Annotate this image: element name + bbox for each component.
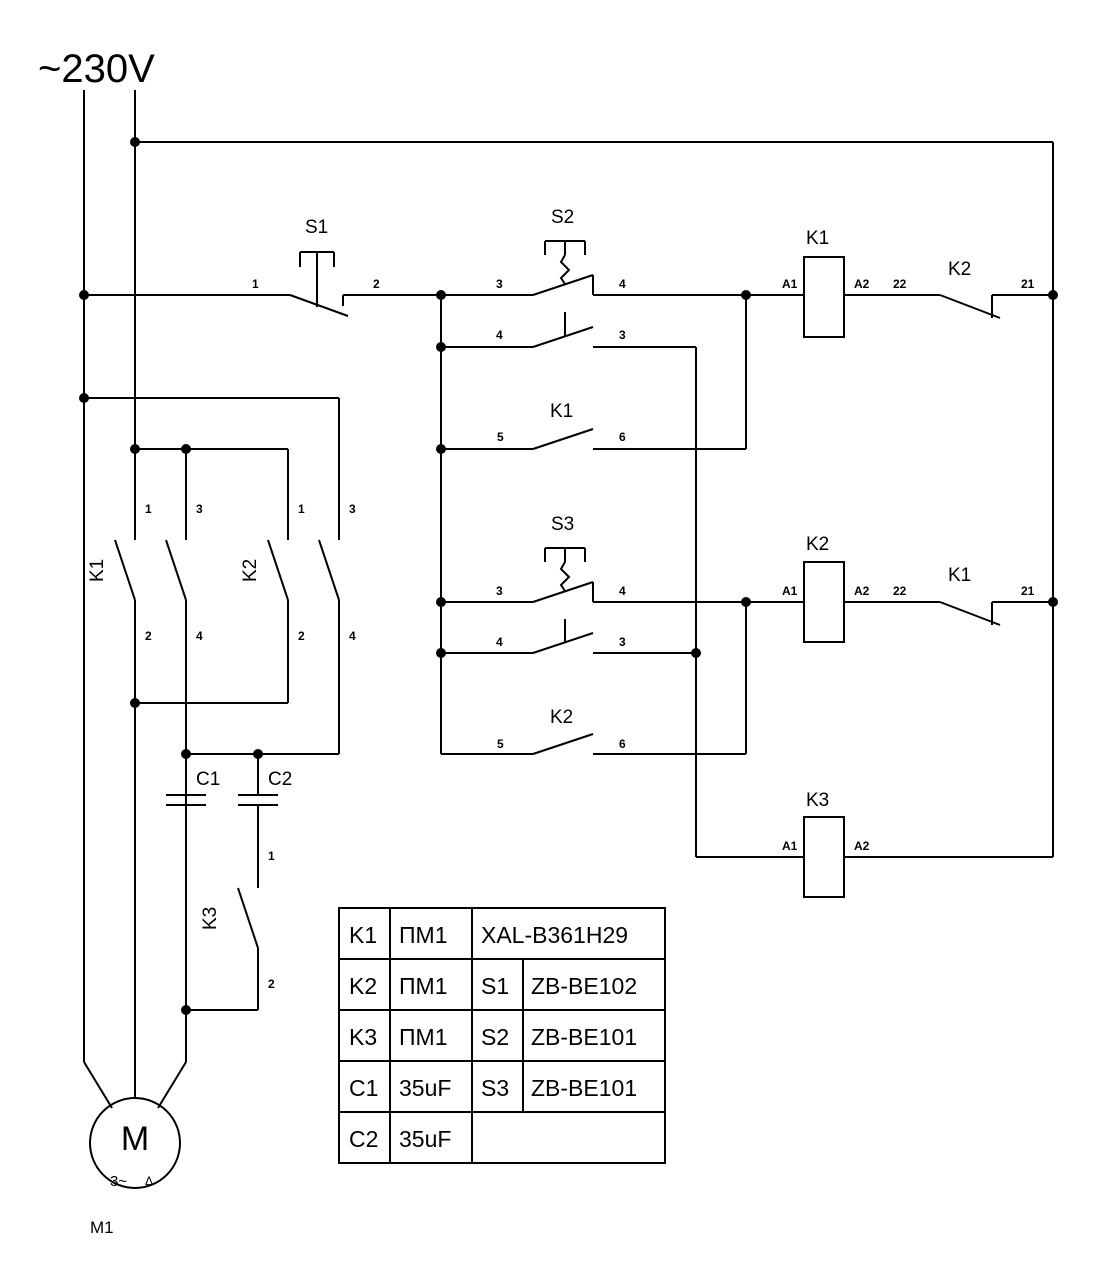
- s1-pin-2: 2: [373, 277, 380, 291]
- bom-cell: 35uF: [399, 1075, 451, 1101]
- motor-symbol: [89, 1080, 181, 1189]
- k1-interlock-pin-21: 21: [1021, 584, 1035, 598]
- k2-main-contacts: [267, 539, 340, 601]
- motor-phase-label: 3~: [110, 1173, 127, 1190]
- power-wiring: [83, 397, 340, 1109]
- s2-no-pin-3: 3: [619, 328, 626, 342]
- c2-label: C2: [268, 769, 292, 790]
- k1-aux-pin-6: 6: [619, 430, 626, 444]
- bom-cell: ПМ1: [399, 922, 447, 948]
- k1-coil: [803, 256, 845, 338]
- k1-pin-1: 1: [145, 502, 152, 516]
- k1-main-label: K1: [87, 559, 108, 582]
- s2-pin-4: 4: [619, 277, 626, 291]
- k1-interlock-contact: [939, 601, 1001, 626]
- k1-coil-label: K1: [806, 228, 829, 249]
- k3-contact-label: K3: [200, 907, 221, 930]
- k2-coil: [803, 561, 845, 643]
- capacitor-c1: [166, 754, 206, 806]
- control-wiring: [84, 294, 1053, 858]
- k1-aux-contact: [532, 428, 594, 450]
- bom-cell: C2: [349, 1126, 378, 1152]
- junction-dots: [79, 137, 1058, 1015]
- k1-pin-2: 2: [145, 629, 152, 643]
- s3-pushbutton: [532, 547, 594, 654]
- s1-label: S1: [305, 217, 328, 238]
- s2-pin-3: 3: [496, 277, 503, 291]
- k2-aux-pin-5: 5: [497, 737, 504, 751]
- bom-table: [338, 907, 666, 1164]
- k2-interlock-label: K2: [948, 259, 971, 280]
- k3-coil-label: K3: [806, 790, 829, 811]
- k2-interlock-pin-21: 21: [1021, 277, 1035, 291]
- s3-no-pin-3: 3: [619, 635, 626, 649]
- k3-coil: [803, 816, 845, 898]
- k3-contact: [186, 887, 259, 1011]
- k2-aux-pin-6: 6: [619, 737, 626, 751]
- motor-designator: M1: [90, 1218, 114, 1237]
- bom-cell: S1: [481, 973, 509, 999]
- k2-interlock-contact: [939, 294, 1001, 319]
- k2-interlock-pin-22: 22: [893, 277, 907, 291]
- k3-pin-2: 2: [268, 977, 275, 991]
- k1-interlock-pin-22: 22: [893, 584, 907, 598]
- k2-pin-3: 3: [349, 502, 356, 516]
- supply-voltage-label: ~230V: [38, 47, 155, 91]
- bom-cell: 35uF: [399, 1126, 451, 1152]
- bom-cell: K1: [349, 922, 377, 948]
- bom-cell: ZB-BE101: [531, 1024, 637, 1050]
- k2-pin-4: 4: [349, 629, 356, 643]
- bom-cell: S2: [481, 1024, 509, 1050]
- bom-cell: ПМ1: [399, 1024, 447, 1050]
- s2-pushbutton: [532, 240, 594, 348]
- motor-symbol-letter: M: [121, 1120, 149, 1158]
- bom-cell: ZB-BE101: [531, 1075, 637, 1101]
- s1-pin-1: 1: [252, 277, 259, 291]
- k1-coil-pin-a1: A1: [782, 277, 798, 291]
- bom-cell: ZB-BE102: [531, 973, 637, 999]
- s3-no-pin-4: 4: [496, 635, 503, 649]
- k2-coil-pin-a2: A2: [854, 584, 870, 598]
- k3-coil-pin-a1: A1: [782, 839, 798, 853]
- s2-label: S2: [551, 207, 574, 228]
- bom-cell: C1: [349, 1075, 378, 1101]
- k2-coil-label: K2: [806, 534, 829, 555]
- bom-cell: XAL-B361H29: [481, 922, 628, 948]
- k1-coil-pin-a2: A2: [854, 277, 870, 291]
- k1-pin-3: 3: [196, 502, 203, 516]
- s2-no-pin-4: 4: [496, 328, 503, 342]
- capacitor-c2: [238, 754, 278, 888]
- k1-main-contacts: [114, 539, 187, 601]
- bom-cell: ПМ1: [399, 973, 447, 999]
- k2-pin-1: 1: [298, 502, 305, 516]
- k3-coil-pin-a2: A2: [854, 839, 870, 853]
- k2-main-label: K2: [240, 559, 261, 582]
- s3-pin-4: 4: [619, 584, 626, 598]
- c1-label: C1: [196, 769, 220, 790]
- k3-pin-1: 1: [268, 849, 275, 863]
- motor-connection-symbol: Δ: [145, 1174, 153, 1188]
- s1-pushbutton: [289, 251, 349, 317]
- s3-label: S3: [551, 514, 574, 535]
- supply-rails: [83, 90, 1054, 1080]
- k1-pin-4: 4: [196, 629, 203, 643]
- k1-aux-pin-5: 5: [497, 430, 504, 444]
- k2-aux-label: K2: [550, 707, 573, 728]
- k2-coil-pin-a1: A1: [782, 584, 798, 598]
- s3-pin-3: 3: [496, 584, 503, 598]
- k2-pin-2: 2: [298, 629, 305, 643]
- k1-aux-label: K1: [550, 401, 573, 422]
- k2-aux-contact: [532, 733, 594, 755]
- k1-interlock-label: K1: [948, 565, 971, 586]
- bom-cell: K3: [349, 1024, 377, 1050]
- bom-cell: S3: [481, 1075, 509, 1101]
- bom-cell: K2: [349, 973, 377, 999]
